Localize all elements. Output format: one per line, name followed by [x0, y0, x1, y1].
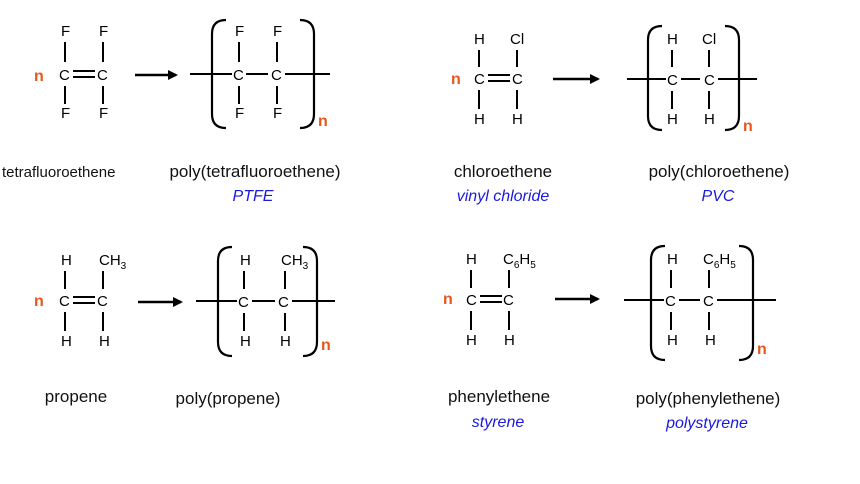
- substituent-right-top: CH3: [281, 252, 309, 272]
- substituent-left-bottom: F: [61, 105, 70, 122]
- multiplier-n: n: [321, 337, 331, 354]
- polymer-name: poly(phenylethene): [636, 389, 781, 408]
- monomer-name: phenylethene: [448, 387, 550, 406]
- polymer-name: poly(tetrafluoroethene): [169, 162, 340, 181]
- monomer-name: tetrafluoroethene: [2, 164, 115, 181]
- substituent-right-bottom: H: [99, 333, 110, 350]
- carbon-left: C: [474, 71, 485, 88]
- substituent-left-bottom: H: [474, 111, 485, 128]
- multiplier-n: n: [451, 71, 461, 88]
- substituent-right-bottom: H: [705, 332, 716, 349]
- substituent-right-bottom: H: [512, 111, 523, 128]
- substituent-left-bottom: H: [240, 333, 251, 350]
- left-bracket: [649, 244, 666, 362]
- carbon-right: C: [703, 293, 714, 310]
- substituent-left-top: H: [240, 252, 251, 269]
- substituent-right-bottom: H: [704, 111, 715, 128]
- monomer-phenylethene: n H C6H5 C C H H: [443, 251, 536, 349]
- substituent-right-top: F: [99, 23, 108, 40]
- substituent-left-top: F: [235, 23, 244, 40]
- monomer-name: chloroethene: [454, 162, 552, 181]
- substituent-right-bottom: H: [504, 332, 515, 349]
- carbon-left: C: [233, 67, 244, 84]
- substituent-left-bottom: F: [235, 105, 244, 122]
- polymer-abbreviation: PVC: [702, 188, 735, 205]
- multiplier-n: n: [743, 118, 753, 135]
- polymer-ptfe: C C F F F F n: [190, 18, 330, 130]
- monomer-chloroethene: n H Cl C C H H: [451, 31, 524, 128]
- carbon-right: C: [97, 67, 108, 84]
- substituent-left-top: H: [667, 31, 678, 48]
- reaction-polypropene: n H CH3 C C H H C C H CH3 H H: [34, 245, 335, 408]
- substituent-right-top: CH3: [99, 252, 127, 272]
- polymer-abbreviation: PTFE: [233, 188, 274, 205]
- polymer-name: poly(propene): [176, 389, 281, 408]
- multiplier-n: n: [318, 113, 328, 130]
- reaction-polystyrene: n H C6H5 C C H H C C H C6H5 H H: [443, 244, 781, 432]
- substituent-right-top: Cl: [702, 31, 716, 48]
- right-bracket: [738, 244, 755, 362]
- substituent-right-top: Cl: [510, 31, 524, 48]
- polymer-pvc: C C H Cl H H n: [627, 24, 757, 135]
- substituent-right-top: C6H5: [703, 251, 736, 271]
- substituent-right-bottom: F: [273, 105, 282, 122]
- polymer-abbreviation: polystyrene: [665, 415, 748, 432]
- carbon-left: C: [665, 293, 676, 310]
- polymer-polypropene: C C H CH3 H H n: [196, 245, 335, 358]
- carbon-right: C: [271, 67, 282, 84]
- carbon-left: C: [238, 294, 249, 311]
- substituent-left-bottom: H: [667, 111, 678, 128]
- substituent-right-top: C6H5: [503, 251, 536, 271]
- carbon-right: C: [512, 71, 523, 88]
- carbon-right: C: [278, 294, 289, 311]
- substituent-left-top: F: [61, 23, 70, 40]
- substituent-left-top: H: [466, 251, 477, 268]
- substituent-right-bottom: H: [280, 333, 291, 350]
- polymer-name: poly(chloroethene): [649, 162, 790, 181]
- substituent-left-bottom: H: [667, 332, 678, 349]
- monomer-name: propene: [45, 387, 107, 406]
- substituent-left-bottom: H: [61, 333, 72, 350]
- carbon-left: C: [667, 72, 678, 89]
- monomer-common-name: styrene: [472, 414, 525, 431]
- substituent-left-top: H: [474, 31, 485, 48]
- carbon-left: C: [59, 67, 70, 84]
- substituent-left-top: H: [61, 252, 72, 269]
- monomer-propene: n H CH3 C C H H: [34, 252, 127, 350]
- monomer-tetrafluoroethene: n F F C C F F: [34, 23, 108, 122]
- polymer-polystyrene: C C H C6H5 H H n: [624, 244, 776, 362]
- multiplier-n: n: [34, 293, 44, 310]
- reaction-ptfe: n F F C C F F C C F F F F: [2, 18, 341, 205]
- reaction-pvc: n H Cl C C H H C C H Cl H H: [451, 24, 790, 205]
- carbon-left: C: [59, 293, 70, 310]
- substituent-right-top: F: [273, 23, 282, 40]
- carbon-right: C: [97, 293, 108, 310]
- substituent-left-top: H: [667, 251, 678, 268]
- multiplier-n: n: [34, 68, 44, 85]
- carbon-right: C: [704, 72, 715, 89]
- carbon-right: C: [503, 292, 514, 309]
- monomer-common-name: vinyl chloride: [457, 188, 550, 205]
- substituent-left-bottom: H: [466, 332, 477, 349]
- substituent-right-bottom: F: [99, 105, 108, 122]
- multiplier-n: n: [443, 291, 453, 308]
- carbon-left: C: [466, 292, 477, 309]
- multiplier-n: n: [757, 341, 767, 358]
